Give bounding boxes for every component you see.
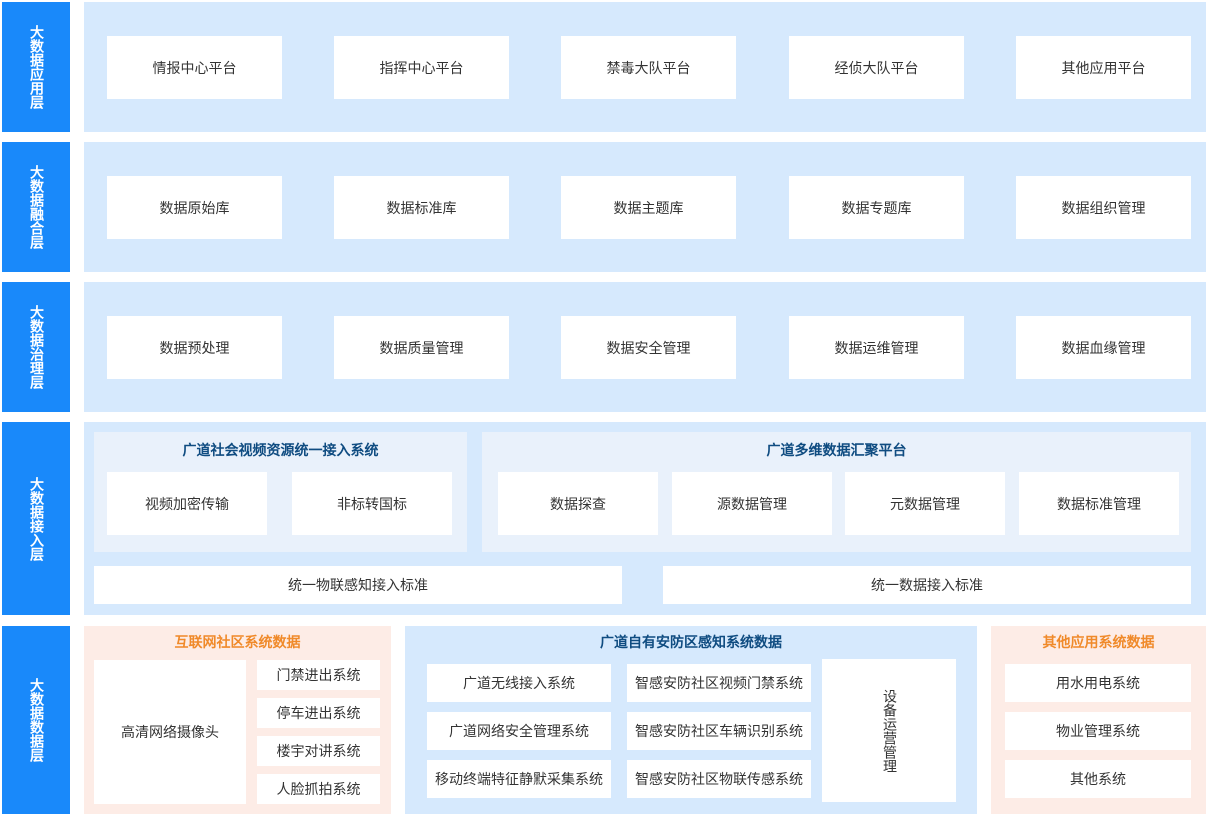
- video-system-group: 广道社会视频资源统一接入系统 视频加密传输 非标转国标: [94, 432, 467, 552]
- platform-item-standard[interactable]: 数据标准管理: [1019, 472, 1179, 535]
- video-system-title: 广道社会视频资源统一接入系统: [182, 443, 379, 459]
- layer-label-governance: 大数据治理层: [2, 282, 70, 412]
- layer-label-data: 大数据数据层: [2, 626, 70, 814]
- app-item-narcotics[interactable]: 禁毒大队平台: [561, 36, 736, 99]
- video-item-encrypt[interactable]: 视频加密传输: [107, 472, 267, 535]
- own-item-iot-sensor[interactable]: 智感安防社区物联传感系统: [627, 760, 811, 798]
- fusion-item-org[interactable]: 数据组织管理: [1016, 176, 1191, 239]
- internet-item-access-control[interactable]: 门禁进出系统: [257, 660, 380, 690]
- own-item-video-door[interactable]: 智感安防社区视频门禁系统: [627, 664, 811, 702]
- fusion-item-standard[interactable]: 数据标准库: [334, 176, 509, 239]
- fusion-item-raw[interactable]: 数据原始库: [107, 176, 282, 239]
- device-ops-management[interactable]: 设备运营管理: [822, 659, 956, 802]
- device-ops-label: 设备运营管理: [881, 688, 897, 773]
- gov-item-security[interactable]: 数据安全管理: [561, 316, 736, 379]
- app-item-other[interactable]: 其他应用平台: [1016, 36, 1191, 99]
- gov-item-lineage[interactable]: 数据血缘管理: [1016, 316, 1191, 379]
- other-item-property[interactable]: 物业管理系统: [1005, 712, 1191, 750]
- own-perception-title: 广道自有安防区感知系统数据: [600, 635, 782, 651]
- other-item-misc[interactable]: 其他系统: [1005, 760, 1191, 798]
- internet-community-title: 互联网社区系统数据: [174, 635, 301, 651]
- layer-label-access: 大数据接入层: [2, 422, 70, 615]
- app-item-economic[interactable]: 经侦大队平台: [789, 36, 964, 99]
- gov-item-quality[interactable]: 数据质量管理: [334, 316, 509, 379]
- internet-item-intercom[interactable]: 楼宇对讲系统: [257, 736, 380, 766]
- standard-iot-access[interactable]: 统一物联感知接入标准: [94, 566, 622, 604]
- own-item-net-security[interactable]: 广道网络安全管理系统: [427, 712, 611, 750]
- layer-label-fusion: 大数据融合层: [2, 142, 70, 272]
- access-layer-band: 广道社会视频资源统一接入系统 视频加密传输 非标转国标 广道多维数据汇聚平台 数…: [84, 422, 1206, 615]
- internet-community-group: 互联网社区系统数据 高清网络摄像头 门禁进出系统 停车进出系统 楼宇对讲系统 人…: [84, 626, 391, 814]
- governance-layer-band: 数据预处理 数据质量管理 数据安全管理 数据运维管理 数据血缘管理: [84, 282, 1206, 412]
- application-layer-band: 情报中心平台 指挥中心平台 禁毒大队平台 经侦大队平台 其他应用平台: [84, 2, 1206, 132]
- platform-item-meta[interactable]: 元数据管理: [845, 472, 1005, 535]
- own-item-mobile-collect[interactable]: 移动终端特征静默采集系统: [427, 760, 611, 798]
- hd-network-camera[interactable]: 高清网络摄像头: [94, 660, 246, 804]
- internet-item-parking[interactable]: 停车进出系统: [257, 698, 380, 728]
- video-item-gb-convert[interactable]: 非标转国标: [292, 472, 452, 535]
- platform-item-source[interactable]: 源数据管理: [672, 472, 832, 535]
- other-app-title: 其他应用系统数据: [1042, 635, 1155, 651]
- other-app-group: 其他应用系统数据 用水用电系统 物业管理系统 其他系统: [991, 626, 1206, 814]
- own-item-wireless[interactable]: 广道无线接入系统: [427, 664, 611, 702]
- internet-item-face-capture[interactable]: 人脸抓拍系统: [257, 774, 380, 804]
- layer-label-application: 大数据应用层: [2, 2, 70, 132]
- gov-item-preprocess[interactable]: 数据预处理: [107, 316, 282, 379]
- app-item-intel-center[interactable]: 情报中心平台: [107, 36, 282, 99]
- own-item-vehicle-recog[interactable]: 智感安防社区车辆识别系统: [627, 712, 811, 750]
- gov-item-ops[interactable]: 数据运维管理: [789, 316, 964, 379]
- multi-platform-group: 广道多维数据汇聚平台 数据探查 源数据管理 元数据管理 数据标准管理: [482, 432, 1191, 552]
- other-item-utilities[interactable]: 用水用电系统: [1005, 664, 1191, 702]
- fusion-item-topic[interactable]: 数据专题库: [789, 176, 964, 239]
- standard-data-access[interactable]: 统一数据接入标准: [663, 566, 1191, 604]
- fusion-layer-band: 数据原始库 数据标准库 数据主题库 数据专题库 数据组织管理: [84, 142, 1206, 272]
- multi-platform-title: 广道多维数据汇聚平台: [766, 443, 907, 459]
- own-perception-group: 广道自有安防区感知系统数据 广道无线接入系统 广道网络安全管理系统 移动终端特征…: [405, 626, 977, 814]
- app-item-command-center[interactable]: 指挥中心平台: [334, 36, 509, 99]
- platform-item-explore[interactable]: 数据探查: [498, 472, 658, 535]
- fusion-item-theme[interactable]: 数据主题库: [561, 176, 736, 239]
